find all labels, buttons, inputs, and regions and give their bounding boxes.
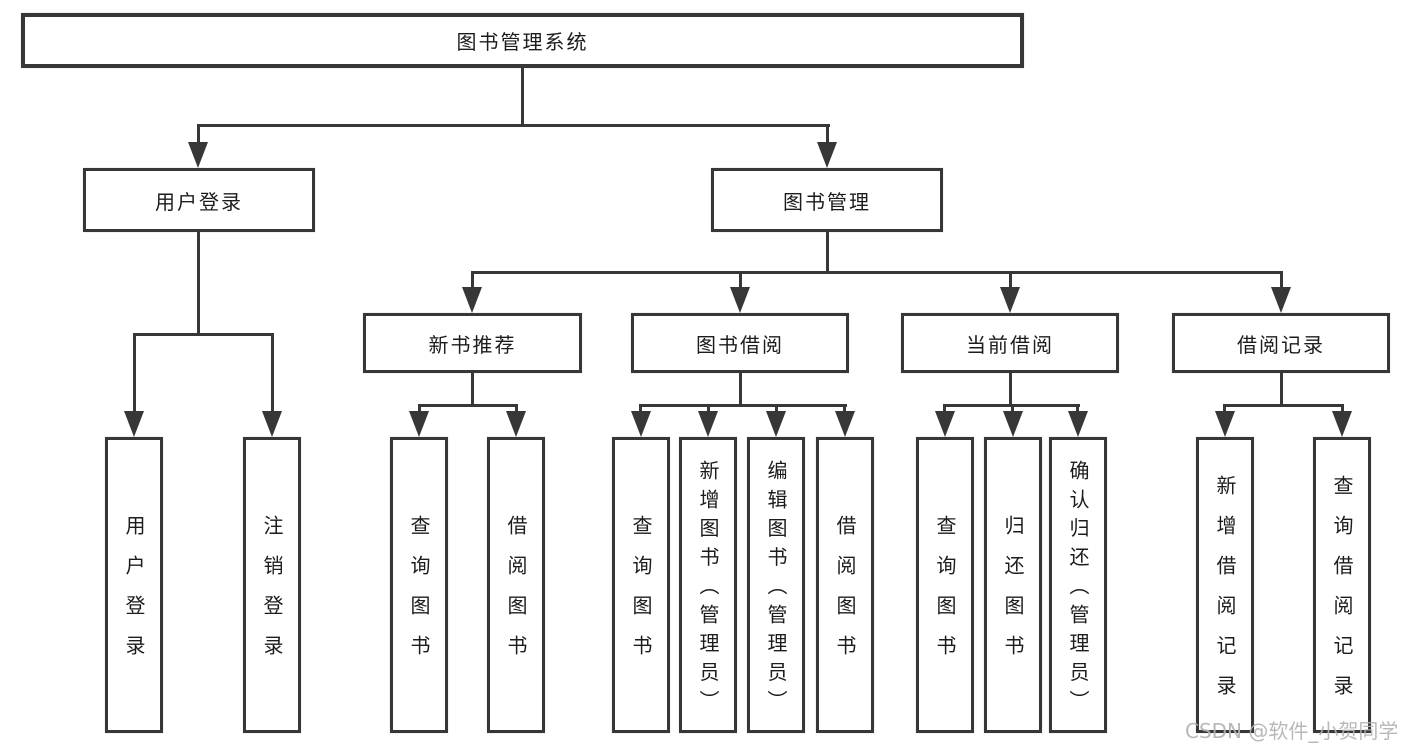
connector-level2-bar (197, 124, 830, 127)
connector-drop-leaf (707, 406, 710, 412)
connector-root-stem (521, 68, 524, 126)
connector-drop-leaf (775, 406, 778, 412)
connector-drop-leaf (271, 336, 274, 411)
arrowhead-down-icon (631, 411, 651, 437)
leaf-nr-borrow-books-label: 借阅图书 (504, 515, 528, 675)
arrowhead-down-icon (124, 411, 144, 437)
node-new-book-rec: 新书推荐 (363, 313, 582, 373)
leaf-bb-query-books: 查询图书 (612, 437, 670, 733)
leaf-cb-return-books: 归还图书 (984, 437, 1042, 733)
arrowhead-down-icon (817, 142, 837, 168)
leaf-logout: 注销登录 (243, 437, 301, 733)
node-root-label: 图书管理系统 (456, 30, 589, 54)
connector-drop-new-book-rec (471, 274, 474, 288)
connector-book-borrow-bar (639, 404, 847, 407)
connector-drop-leaf (418, 406, 421, 412)
leaf-nr-query-books: 查询图书 (390, 437, 448, 733)
leaf-cb-query-books-label: 查询图书 (933, 515, 957, 675)
connector-drop-leaf (639, 406, 642, 412)
connector-drop-leaf (1076, 406, 1079, 412)
node-book-borrow-label: 图书借阅 (696, 332, 784, 357)
node-borrow-records-label: 借阅记录 (1237, 332, 1325, 357)
leaf-bb-borrow-books-label: 借阅图书 (833, 515, 857, 675)
connector-drop-user-login (197, 127, 200, 147)
node-user-login: 用户登录 (83, 168, 315, 232)
connector-level3-bar (471, 271, 1283, 274)
node-user-login-label: 用户登录 (155, 189, 243, 214)
leaf-br-query-record-label: 查询借阅记录 (1330, 475, 1354, 715)
connector-book-borrow-stem (739, 373, 742, 406)
connector-borrow-records-stem (1280, 373, 1283, 406)
arrowhead-down-icon (1332, 411, 1352, 437)
connector-new-book-rec-bar (418, 404, 518, 407)
leaf-br-add-record: 新增借阅记录 (1196, 437, 1254, 733)
leaf-bb-edit-books-admin-label: 编辑图书（管理员） (764, 460, 788, 719)
connector-drop-leaf (943, 406, 946, 412)
node-book-mgmt: 图书管理 (711, 168, 943, 232)
connector-drop-book-mgmt (826, 127, 829, 147)
arrowhead-down-icon (1003, 411, 1023, 437)
arrowhead-down-icon (835, 411, 855, 437)
watermark: CSDN @软件_小贺同学 (1185, 719, 1399, 743)
leaf-user-login-label: 用户登录 (122, 515, 146, 675)
leaf-bb-add-books-admin: 新增图书（管理员） (679, 437, 737, 733)
connector-current-borrow-stem (1009, 373, 1012, 406)
arrowhead-down-icon (1000, 287, 1020, 313)
leaf-cb-confirm-return-admin: 确认归还（管理员） (1049, 437, 1107, 733)
connector-drop-borrow-records (1280, 274, 1283, 288)
arrowhead-down-icon (262, 411, 282, 437)
arrowhead-down-icon (188, 142, 208, 168)
node-current-borrow: 当前借阅 (901, 313, 1119, 373)
arrowhead-down-icon (766, 411, 786, 437)
connector-drop-current-borrow (1009, 274, 1012, 288)
connector-drop-leaf (515, 406, 518, 412)
leaf-nr-query-books-label: 查询图书 (407, 515, 431, 675)
connector-book-mgmt-stem (826, 232, 829, 273)
arrowhead-down-icon (1271, 287, 1291, 313)
leaf-br-add-record-label: 新增借阅记录 (1213, 475, 1237, 715)
leaf-bb-add-books-admin-label: 新增图书（管理员） (696, 460, 720, 719)
arrowhead-down-icon (506, 411, 526, 437)
arrowhead-down-icon (1068, 411, 1088, 437)
arrowhead-down-icon (698, 411, 718, 437)
connector-drop-leaf (1011, 406, 1014, 412)
connector-drop-leaf (133, 336, 136, 411)
connector-borrow-records-bar (1223, 404, 1344, 407)
connector-drop-book-borrow (739, 274, 742, 288)
arrowhead-down-icon (730, 287, 750, 313)
leaf-bb-edit-books-admin: 编辑图书（管理员） (747, 437, 805, 733)
connector-current-borrow-bar (943, 404, 1080, 407)
leaf-br-query-record: 查询借阅记录 (1313, 437, 1371, 733)
node-new-book-rec-label: 新书推荐 (428, 332, 517, 357)
node-book-borrow: 图书借阅 (631, 313, 849, 373)
leaf-logout-label: 注销登录 (260, 515, 284, 675)
leaf-cb-query-books: 查询图书 (916, 437, 974, 733)
leaf-cb-confirm-return-admin-label: 确认归还（管理员） (1066, 460, 1090, 719)
connector-user-login-bar (133, 333, 274, 336)
leaf-cb-return-books-label: 归还图书 (1001, 515, 1025, 675)
leaf-nr-borrow-books: 借阅图书 (487, 437, 545, 733)
node-borrow-records: 借阅记录 (1172, 313, 1390, 373)
node-root: 图书管理系统 (21, 13, 1024, 68)
node-current-borrow-label: 当前借阅 (966, 332, 1054, 357)
arrowhead-down-icon (1215, 411, 1235, 437)
node-book-mgmt-label: 图书管理 (783, 189, 871, 214)
connector-new-book-rec-stem (471, 373, 474, 406)
arrowhead-down-icon (935, 411, 955, 437)
arrowhead-down-icon (462, 287, 482, 313)
connector-drop-leaf (843, 406, 846, 412)
connector-drop-leaf (1341, 406, 1344, 412)
arrowhead-down-icon (409, 411, 429, 437)
connector-drop-leaf (1223, 406, 1226, 412)
connector-user-login-stem (197, 232, 200, 335)
leaf-user-login: 用户登录 (105, 437, 163, 733)
leaf-bb-query-books-label: 查询图书 (629, 515, 653, 675)
leaf-bb-borrow-books: 借阅图书 (816, 437, 874, 733)
